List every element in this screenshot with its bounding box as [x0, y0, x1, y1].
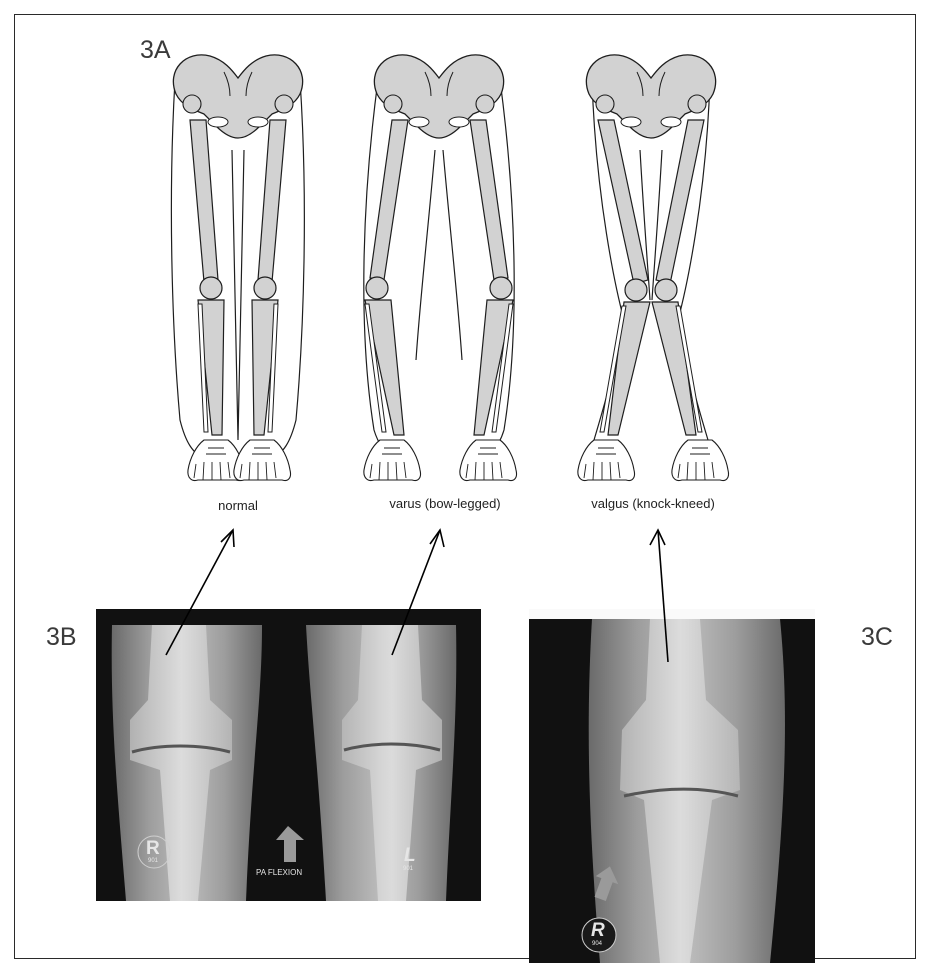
- xray-b-left-marker: L: [404, 845, 416, 867]
- skeleton-valgus: [578, 55, 729, 481]
- xray-single-knee: [529, 609, 815, 963]
- xray-b-right-marker: R: [146, 838, 160, 860]
- xray-b-left-marker-code: 901: [403, 866, 413, 872]
- xray-b-view-label: PA FLEXION: [256, 868, 302, 877]
- xray-b-right-marker-code: 901: [148, 858, 158, 864]
- skeleton-varus: [364, 55, 517, 481]
- xray-c-right-marker-code: 904: [592, 941, 602, 947]
- arrowhead-valgus: [650, 530, 665, 545]
- skeleton-normal: [171, 55, 304, 481]
- xray-c-right-marker: R: [591, 920, 605, 942]
